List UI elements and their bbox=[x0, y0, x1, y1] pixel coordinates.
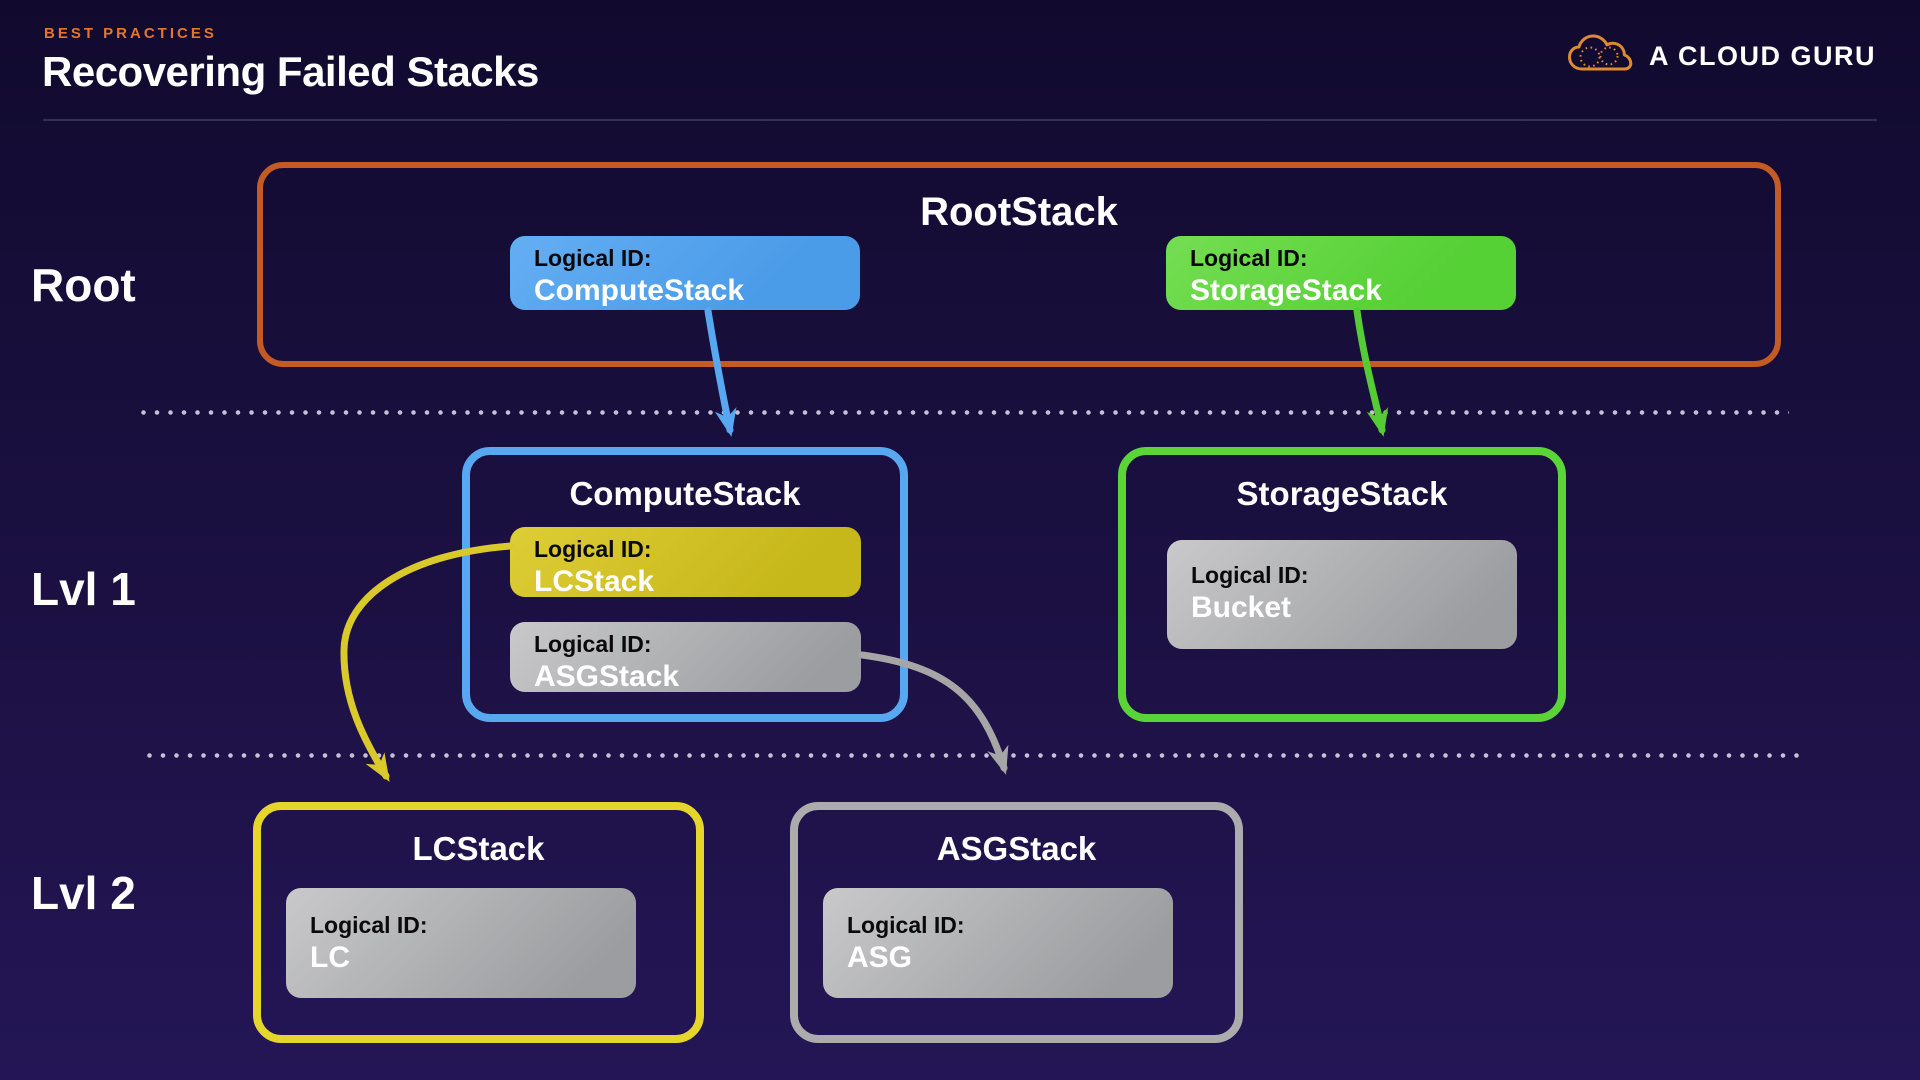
chip-computestack-value: ComputeStack bbox=[534, 273, 745, 307]
kicker-label: BEST PRACTICES bbox=[44, 25, 217, 42]
chip-asg: Logical ID: ASG bbox=[823, 888, 1173, 998]
storagestack-box-title: StorageStack bbox=[1236, 475, 1448, 512]
computestack-box: ComputeStack Logical ID: LCStack Logical… bbox=[462, 447, 908, 722]
chip-lcstack-label: Logical ID: bbox=[534, 536, 652, 562]
chip-asg-value: ASG bbox=[847, 940, 913, 974]
rootstack-box: RootStack bbox=[257, 162, 1781, 367]
cloud-logo-icon bbox=[1567, 31, 1633, 82]
page-title: Recovering Failed Stacks bbox=[42, 48, 539, 95]
separator-root-lvl1 bbox=[141, 410, 1789, 415]
chip-lc: Logical ID: LC bbox=[286, 888, 636, 998]
chip-asg-label: Logical ID: bbox=[847, 912, 965, 938]
rootstack-title: RootStack bbox=[920, 190, 1118, 234]
chip-bucket-label: Logical ID: bbox=[1191, 562, 1309, 588]
chip-storagestack-label: Logical ID: bbox=[1190, 245, 1308, 271]
row-label-lvl2: Lvl 2 bbox=[31, 867, 136, 919]
chip-lcstack: Logical ID: LCStack bbox=[510, 527, 861, 598]
chip-asgstack-value: ASGStack bbox=[534, 659, 680, 693]
storagestack-box: StorageStack Logical ID: Bucket bbox=[1118, 447, 1566, 722]
logo-text: A CLOUD GURU bbox=[1649, 40, 1876, 71]
row-label-root: Root bbox=[31, 259, 136, 311]
header-divider bbox=[43, 119, 1877, 121]
chip-lcstack-value: LCStack bbox=[534, 564, 655, 598]
chip-asgstack: Logical ID: ASGStack bbox=[510, 622, 861, 693]
chip-lc-label: Logical ID: bbox=[310, 912, 428, 938]
chip-lc-value: LC bbox=[310, 940, 350, 974]
asgstack-box: ASGStack Logical ID: ASG bbox=[790, 802, 1243, 1043]
separator-lvl1-lvl2 bbox=[147, 753, 1801, 758]
chip-bucket-value: Bucket bbox=[1191, 590, 1292, 624]
chip-asgstack-label: Logical ID: bbox=[534, 631, 652, 657]
lcstack-box-title: LCStack bbox=[412, 830, 545, 867]
chip-bucket: Logical ID: Bucket bbox=[1167, 540, 1517, 649]
chip-storagestack: Logical ID: StorageStack bbox=[1166, 236, 1516, 310]
chip-computestack-label: Logical ID: bbox=[534, 245, 652, 271]
chip-storagestack-value: StorageStack bbox=[1190, 273, 1382, 307]
acg-logo: A CLOUD GURU bbox=[1567, 32, 1876, 80]
row-label-lvl1: Lvl 1 bbox=[31, 563, 136, 615]
lcstack-box: LCStack Logical ID: LC bbox=[253, 802, 704, 1043]
asgstack-box-title: ASGStack bbox=[936, 830, 1097, 867]
chip-computestack: Logical ID: ComputeStack bbox=[510, 236, 860, 310]
computestack-box-title: ComputeStack bbox=[569, 475, 801, 512]
